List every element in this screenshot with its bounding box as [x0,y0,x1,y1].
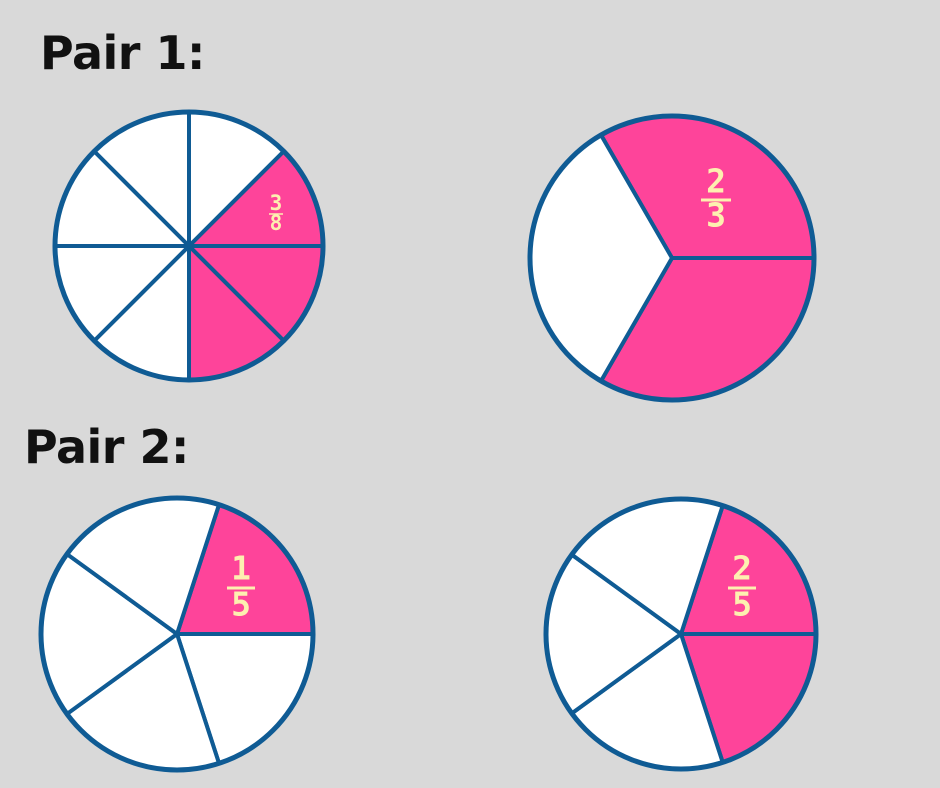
pair-2-title: Pair 2: [24,420,189,474]
fraction-numerator: 2 [706,162,726,201]
fraction-numerator: 1 [231,549,251,588]
pair-2-one-fifth-circle: 15 [38,495,316,773]
circle-outline [38,495,316,773]
pair-1-eighths-circle: 38 [52,109,326,383]
circle-outline [543,496,819,772]
fraction-denominator: 8 [270,211,283,235]
circle-outline [52,109,326,383]
fraction-denominator: 3 [706,196,726,235]
fraction-numerator: 2 [732,549,752,588]
fraction-numerator: 3 [270,191,283,215]
fraction-denominator: 5 [231,585,251,624]
pair-2-two-fifths-circle: 25 [543,496,819,772]
pair-1-thirds-circle: 23 [527,113,817,403]
circle-outline [527,113,817,403]
fraction-denominator: 5 [732,585,752,624]
pair-1-title: Pair 1: [40,26,205,80]
